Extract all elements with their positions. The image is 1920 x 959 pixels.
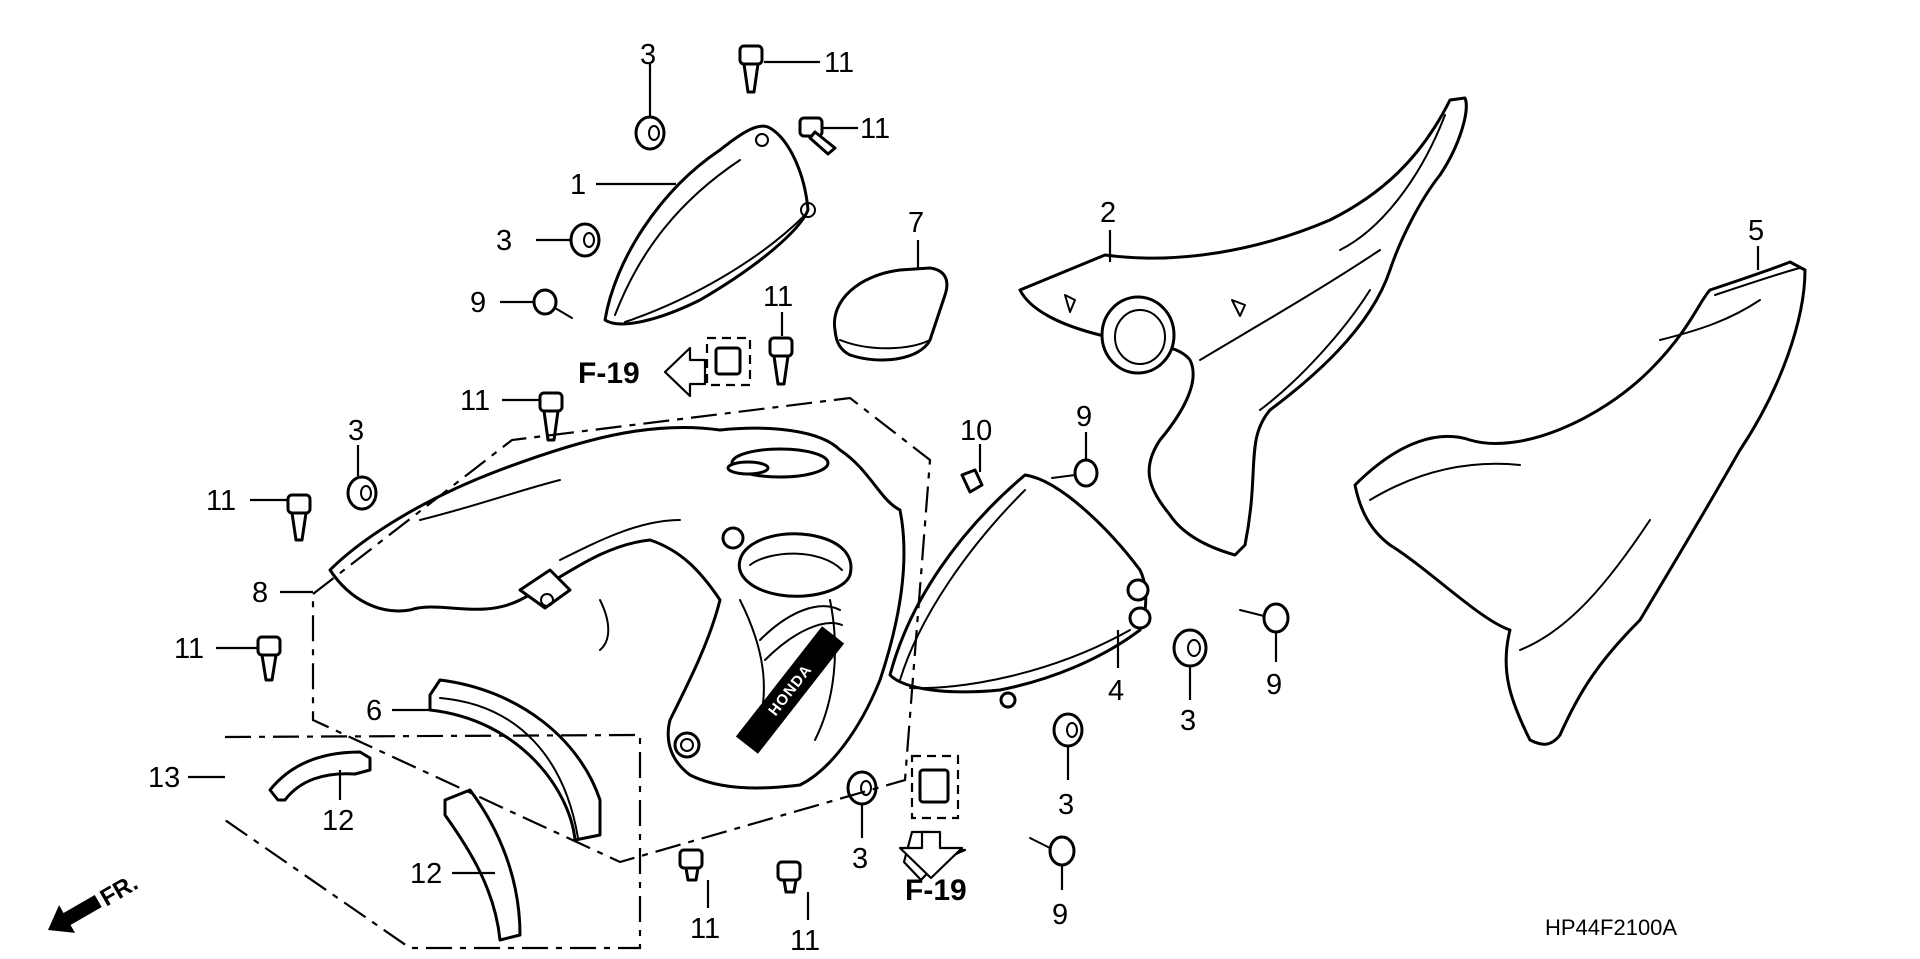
bolt-9a[interactable]: [532, 288, 573, 319]
callout-9: 9: [470, 287, 486, 319]
callout-5: 5: [1748, 215, 1764, 247]
callout-7: 7: [908, 207, 924, 239]
callout-1: 1: [570, 169, 586, 201]
reference-f19-left[interactable]: F-19: [578, 346, 707, 398]
callout-3: 3: [496, 225, 512, 257]
callout-4: 4: [1108, 675, 1124, 707]
dashed-box-clip-lower: [910, 754, 960, 820]
reference-f19-bottom[interactable]: F-19: [898, 830, 967, 907]
clip-11c[interactable]: [768, 336, 794, 386]
clip-11h[interactable]: [776, 860, 802, 894]
grommet-3b[interactable]: [569, 222, 601, 258]
arrow-left-icon: [663, 346, 707, 398]
leader-lines: [188, 60, 1760, 920]
callout-3: 3: [852, 843, 868, 875]
callout-11: 11: [206, 485, 236, 517]
svg-text:F-19: F-19: [578, 357, 640, 390]
part-2-side-cover-inner[interactable]: [1018, 96, 1468, 557]
callout-11: 11: [763, 281, 793, 313]
callout-9: 9: [1052, 899, 1068, 931]
clip-11f[interactable]: [256, 635, 282, 682]
callout-3: 3: [1058, 789, 1074, 821]
nut-10[interactable]: [960, 468, 984, 494]
part-5-side-cover-outer[interactable]: [1353, 260, 1807, 746]
clip-11b[interactable]: [798, 116, 837, 156]
callout-10: 10: [960, 415, 992, 447]
callout-9: 9: [1076, 401, 1092, 433]
callout-3: 3: [348, 415, 364, 447]
callout-11: 11: [790, 925, 820, 957]
clip-11d[interactable]: [538, 391, 564, 442]
clip-11e[interactable]: [286, 493, 312, 542]
part-6-foam-strip[interactable]: [428, 678, 602, 842]
part-4-inner-cowl[interactable]: [888, 473, 1152, 709]
svg-text:F-19: F-19: [905, 874, 967, 907]
assembly-outline-13: [224, 733, 642, 950]
grommet-3e[interactable]: [1052, 712, 1084, 748]
bolt-9b[interactable]: [1051, 458, 1099, 488]
callout-8: 8: [252, 577, 268, 609]
callout-11: 11: [460, 385, 490, 417]
clip-11g[interactable]: [678, 848, 704, 882]
callout-3: 3: [1180, 705, 1196, 737]
callout-11: 11: [174, 633, 204, 665]
dashed-box-clip-upper: [705, 336, 752, 387]
grommet-3c[interactable]: [346, 475, 378, 511]
callout-labels: 3 11 11 1 3 9 11 7 2 5 11 3 11 10 9 8 11…: [148, 39, 1764, 957]
clip-nut-upper[interactable]: [714, 346, 742, 376]
front-direction-indicator: FR.: [48, 869, 143, 933]
callout-11: 11: [860, 113, 890, 145]
grommet-3a[interactable]: [634, 115, 666, 151]
callout-12: 12: [410, 858, 442, 890]
callout-11: 11: [690, 913, 720, 945]
bolt-9c[interactable]: [1239, 602, 1290, 634]
part-12-foam-curved[interactable]: [443, 788, 522, 942]
grommet-3f[interactable]: [846, 770, 878, 806]
bolt-9d[interactable]: [1029, 835, 1076, 867]
grommet-3d[interactable]: [1172, 628, 1208, 668]
clip-nut-lower[interactable]: [918, 768, 950, 804]
front-arrow-icon: [48, 894, 102, 933]
callout-3: 3: [640, 39, 656, 71]
part-12-foam-small[interactable]: [268, 750, 372, 802]
callout-2: 2: [1100, 197, 1116, 229]
part-7-lid[interactable]: [832, 266, 949, 362]
callout-13: 13: [148, 762, 180, 794]
part-8-tank-shroud[interactable]: HONDA: [328, 425, 906, 790]
clip-11a[interactable]: [738, 44, 764, 94]
callout-6: 6: [366, 695, 382, 727]
svg-text:FR.: FR.: [96, 869, 143, 912]
part-1-upper-cover[interactable]: [603, 124, 816, 326]
callout-11: 11: [824, 47, 854, 79]
drawing-code: HP44F2100A: [1545, 915, 1677, 940]
assembly-outline-8: [311, 396, 932, 864]
callout-12: 12: [322, 805, 354, 837]
callout-9: 9: [1266, 669, 1282, 701]
